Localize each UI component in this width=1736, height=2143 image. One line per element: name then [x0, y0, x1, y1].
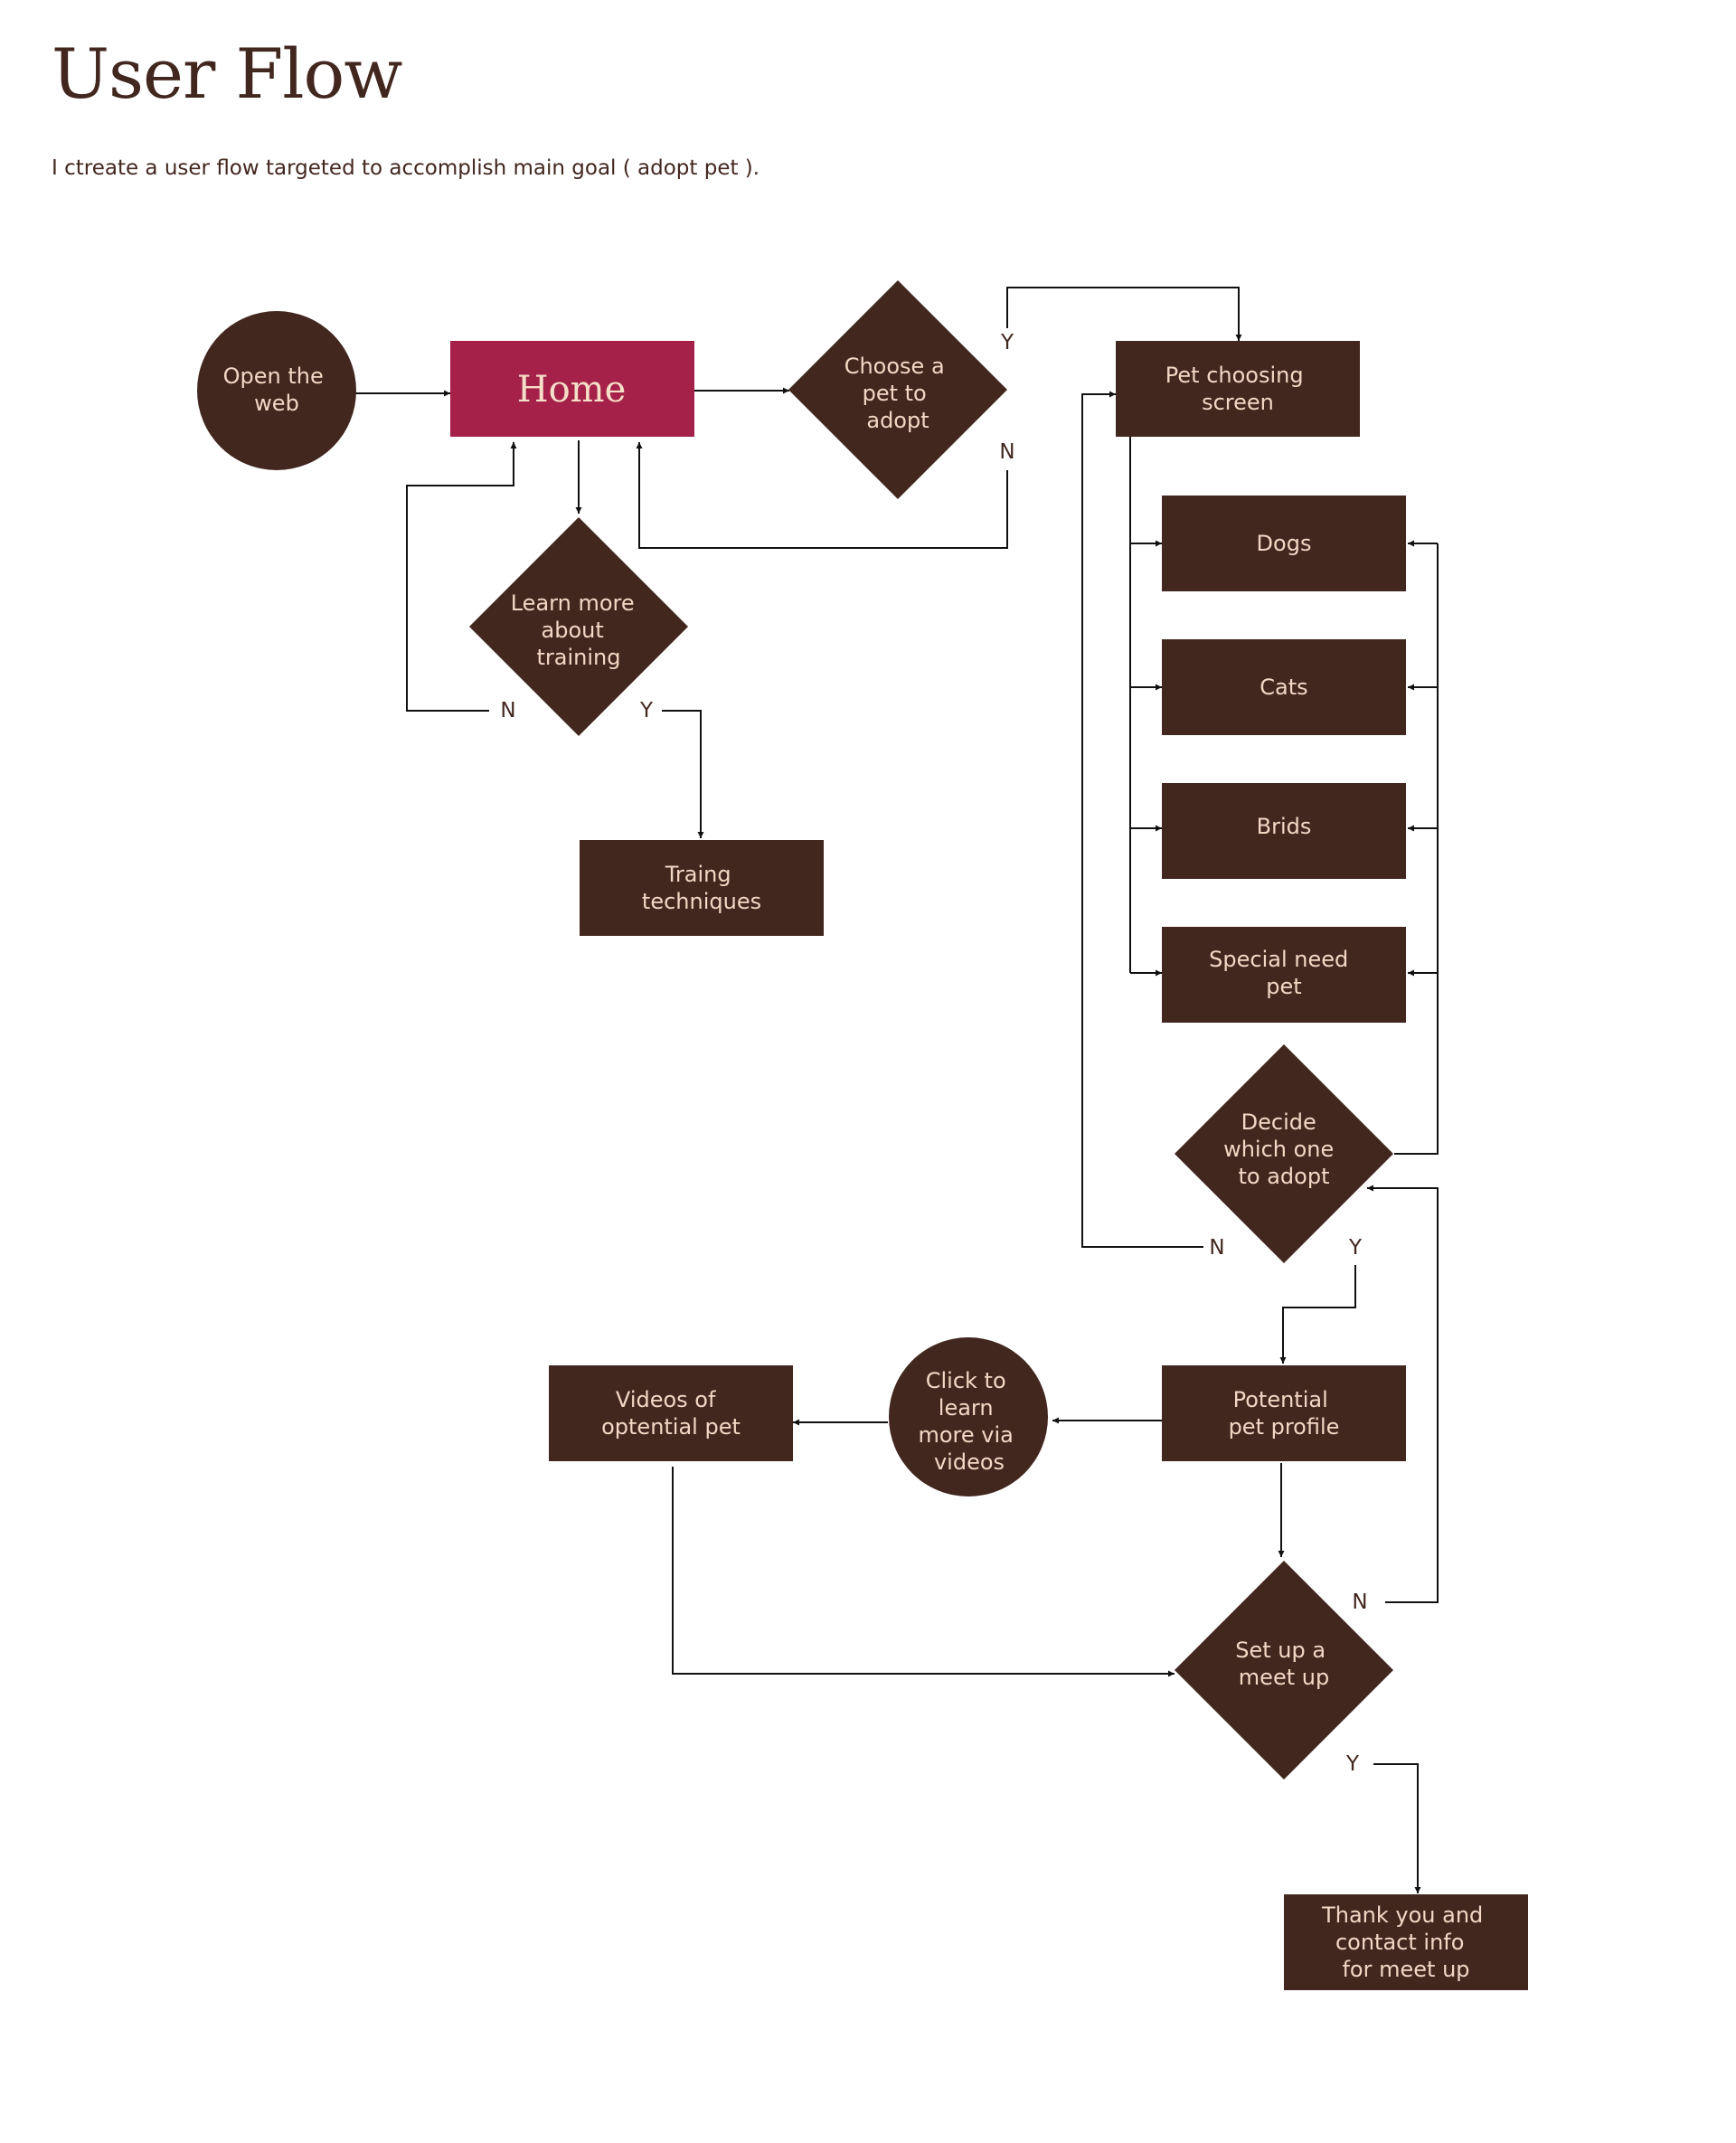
svg-text:Click to learn mor: Click to learn more via videos [918, 1368, 1020, 1475]
edge-decide-loop-trunk [1394, 543, 1439, 1155]
node-learn-training: Learn more about training [469, 517, 688, 736]
node-videos-line-1: Videos of [616, 1387, 716, 1412]
node-thank-you-line-1: Thank you and [1321, 1902, 1483, 1928]
node-thank-you-line-3: for meet up [1342, 1957, 1469, 1982]
svg-text:Home: Home [517, 369, 627, 411]
node-cats: Cats [1162, 639, 1406, 735]
label-learn-no: N [500, 699, 515, 722]
node-dogs-label: Dogs [1257, 531, 1312, 556]
edge-choose-yes-to-pet-choosing [1006, 287, 1242, 341]
node-birds: Brids [1162, 783, 1406, 879]
svg-text:Open the web: Open the web [223, 363, 331, 416]
svg-text:Choose a pet to ad: Choose a pet to adopt [844, 354, 952, 433]
node-choose-pet-line-1: Choose a [844, 354, 945, 379]
node-videos-line-2: optential pet [601, 1414, 741, 1440]
svg-text:Videos of optential pet: Videos of optential pet [601, 1387, 741, 1440]
edge-decide-yes-to-profile [1279, 1265, 1356, 1364]
node-click-videos: Click to learn more via videos [889, 1337, 1048, 1496]
node-click-videos-line-2: learn [939, 1395, 994, 1421]
svg-text:Set up a meet up: Set up a meet up [1235, 1638, 1332, 1690]
node-training-techniques-line-1: Traing [665, 862, 731, 887]
node-thank-you-line-2: contact info [1335, 1930, 1464, 1955]
svg-text:Decide which one t: Decide which one to adopt [1223, 1109, 1341, 1189]
svg-text:Cats: Cats [1260, 675, 1307, 700]
node-home: Home [450, 341, 694, 437]
node-special-need: Special need pet [1162, 927, 1406, 1023]
node-decide-line-3: to adopt [1239, 1164, 1330, 1189]
node-meetup: Set up a meet up [1175, 1561, 1393, 1780]
node-meetup-line-1: Set up a [1235, 1638, 1326, 1663]
svg-text:Potential pet profile: Potential pet profile [1229, 1387, 1340, 1440]
node-learn-training-line-2: about [542, 618, 604, 643]
node-special-need-line-1: Special need [1209, 947, 1348, 972]
node-click-videos-line-3: more via [918, 1422, 1013, 1448]
node-open-web-line-2: web [254, 391, 299, 416]
node-learn-training-line-3: training [537, 645, 621, 670]
label-decide-yes: Y [1348, 1236, 1363, 1260]
node-potential-profile-line-2: pet profile [1229, 1414, 1340, 1440]
node-special-need-line-2: pet [1266, 974, 1301, 999]
svg-text:Thank you and contact in: Thank you and contact info for meet up [1321, 1902, 1490, 1982]
edge-labels: Y N N Y N Y N Y [500, 331, 1367, 1776]
node-videos: Videos of optential pet [549, 1365, 793, 1461]
node-open-web-line-1: Open the [223, 363, 324, 389]
node-potential-profile: Potential pet profile [1162, 1365, 1406, 1461]
label-learn-yes: Y [639, 699, 654, 722]
svg-text:Dogs: Dogs [1257, 531, 1312, 556]
edge-learn-no-to-home [406, 442, 517, 712]
node-choose-pet: Choose a pet to adopt [788, 280, 1007, 499]
node-thank-you: Thank you and contact info for meet up [1284, 1894, 1528, 1990]
node-choose-pet-line-3: adopt [866, 408, 929, 433]
node-decide: Decide which one to adopt [1175, 1044, 1393, 1263]
node-learn-training-line-1: Learn more [511, 590, 635, 616]
label-decide-no: N [1209, 1236, 1224, 1260]
node-decide-line-1: Decide [1241, 1109, 1316, 1135]
node-potential-profile-line-1: Potential [1233, 1387, 1328, 1412]
node-training-techniques: Traing techniques [580, 840, 824, 936]
page-subtitle: I ctreate a user flow targeted to accomp… [52, 156, 760, 180]
node-dogs: Dogs [1162, 496, 1406, 591]
edge-meetup-no-to-decide [1367, 1185, 1439, 1603]
node-click-videos-line-4: videos [934, 1449, 1005, 1475]
node-birds-label: Brids [1257, 814, 1312, 839]
node-click-videos-line-1: Click to [926, 1368, 1006, 1393]
node-training-techniques-line-2: techniques [642, 889, 761, 914]
node-home-label: Home [517, 369, 627, 411]
label-choose-no: N [999, 440, 1014, 464]
edge-choose-no-to-home [636, 442, 1008, 549]
node-cats-label: Cats [1260, 675, 1307, 700]
node-meetup-line-2: meet up [1239, 1665, 1329, 1690]
node-pet-choosing-line-2: screen [1202, 390, 1274, 415]
svg-text:Learn more about t: Learn more about training [511, 590, 642, 670]
edge-videos-to-meetup [672, 1467, 1175, 1677]
page-title: User Flow [52, 33, 402, 114]
svg-text:Special need pet: Special need pet [1209, 947, 1355, 999]
node-open-web: Open the web [197, 311, 356, 470]
edges [355, 287, 1439, 1893]
edge-decide-no-to-pet-choosing [1081, 391, 1203, 1248]
label-choose-yes: Y [1000, 331, 1014, 354]
label-meetup-no: N [1352, 1591, 1367, 1614]
node-pet-choosing: Pet choosing screen [1116, 341, 1360, 437]
node-choose-pet-line-2: pet to [863, 381, 927, 406]
edge-meetup-yes-to-thank-you [1373, 1763, 1421, 1893]
label-meetup-yes: Y [1345, 1752, 1360, 1776]
svg-text:Traing techniques: Traing techniques [642, 862, 761, 914]
svg-text:Pet choosing screen: Pet choosing screen [1165, 363, 1310, 415]
node-decide-line-2: which one [1223, 1137, 1334, 1162]
svg-text:Brids: Brids [1257, 814, 1312, 839]
node-pet-choosing-line-1: Pet choosing [1165, 363, 1304, 388]
edge-learn-yes-to-training [662, 710, 704, 838]
